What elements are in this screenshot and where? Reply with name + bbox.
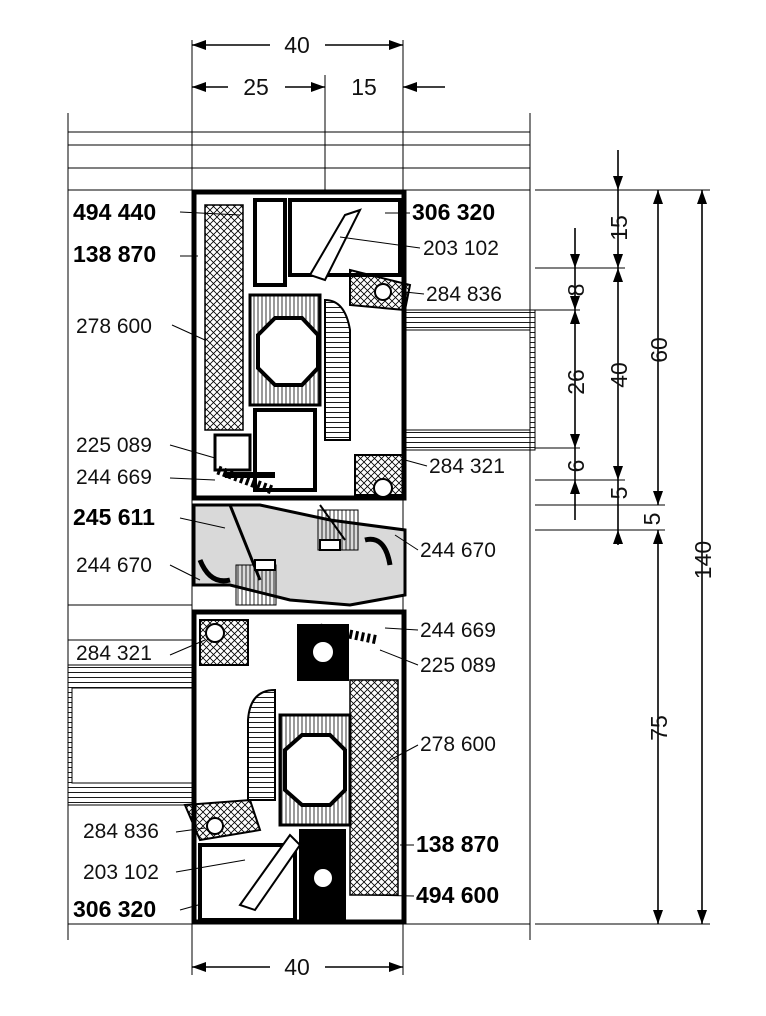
label-138870-bottom: 138 870: [416, 831, 499, 857]
label-225089-left: 225 089: [76, 434, 152, 457]
dimension-bottom: 40: [192, 954, 403, 980]
dimension-top: 40 25 15: [192, 32, 445, 100]
thermal-break: [192, 503, 407, 607]
labels-left: 494 440 138 870 278 600 225 089 244 669 …: [73, 199, 246, 922]
dim-v-6: 6: [563, 460, 589, 473]
label-203102-right: 203 102: [423, 237, 499, 260]
label-306320-right: 306 320: [412, 199, 495, 225]
label-244670-left: 244 670: [76, 554, 152, 577]
label-284836-right: 284 836: [426, 283, 502, 306]
dim-v-8: 8: [563, 284, 589, 297]
label-244669-left: 244 669: [76, 466, 152, 489]
label-203102-left: 203 102: [83, 861, 159, 884]
label-278600-right: 278 600: [420, 733, 496, 756]
dim-top-a: 25: [243, 74, 269, 100]
dim-v-5b: 5: [639, 513, 665, 526]
label-244669-right: 244 669: [420, 619, 496, 642]
dim-v-40: 40: [606, 362, 632, 388]
label-494440: 494 440: [73, 199, 156, 225]
label-284836-left: 284 836: [83, 820, 159, 843]
labels-right: 306 320 203 102 284 836 284 321 244 670 …: [339, 199, 505, 908]
dim-v-60: 60: [646, 337, 672, 363]
dim-top-total: 40: [284, 32, 310, 58]
label-306320-left: 306 320: [73, 896, 156, 922]
dim-v-15: 15: [606, 215, 632, 241]
lower-sash-profile: [183, 609, 407, 925]
label-245611: 245 611: [73, 504, 155, 530]
label-278600-left: 278 600: [76, 315, 152, 338]
label-284321-left: 284 321: [76, 642, 152, 665]
label-225089-right: 225 089: [420, 654, 496, 677]
dim-v-75: 75: [646, 715, 672, 741]
dim-v-5a: 5: [606, 487, 632, 500]
label-138870-top: 138 870: [73, 241, 156, 267]
dimension-right: 15 8 26 6 40 5 5 60: [535, 150, 716, 925]
dim-top-b: 15: [351, 74, 377, 100]
dim-v-26: 26: [563, 369, 589, 395]
dim-bottom-total: 40: [284, 954, 310, 980]
dim-v-140: 140: [690, 541, 716, 579]
label-284321-right: 284 321: [429, 455, 505, 478]
label-494600: 494 600: [416, 882, 499, 908]
upper-frame-profile: [191, 189, 412, 501]
label-244670-right: 244 670: [420, 539, 496, 562]
